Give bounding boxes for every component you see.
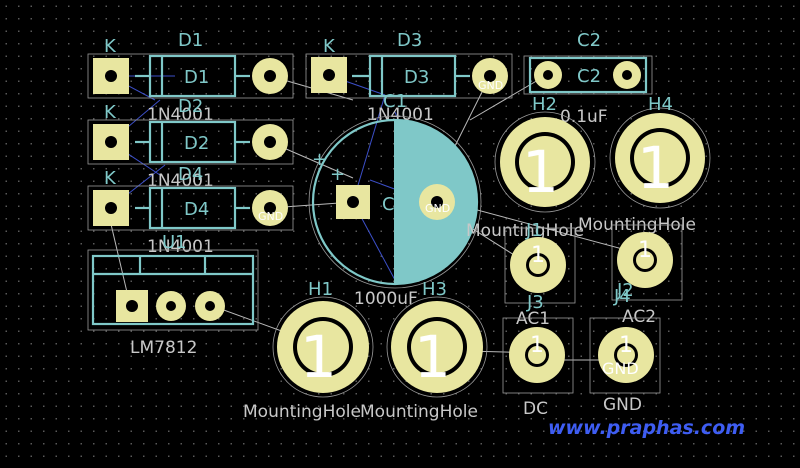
d4-value-label: 1N4001 <box>147 237 214 257</box>
h1-ref-label: H1 <box>308 279 333 300</box>
watermark-url: www.praphas.com <box>548 417 746 439</box>
u1-value-label: LM7812 <box>130 338 197 358</box>
c2-value-label: 0.1uF <box>560 107 608 127</box>
j2-value-label: AC2 <box>622 307 656 327</box>
d4-ref-label: D4 <box>178 164 203 185</box>
d4-anode-gnd-label: GND <box>258 210 283 223</box>
h1-value-label: MountingHole <box>243 402 361 422</box>
mounting-hole-h4[interactable]: 1 H4 <box>609 94 711 209</box>
c1-polarity-plus-2: + <box>330 164 345 185</box>
j4-pin-number: 1 <box>619 333 633 358</box>
j3-pin-number: 1 <box>530 333 544 358</box>
d3-cathode-label: K <box>323 36 336 57</box>
connector-j3[interactable]: 1 J3 DC <box>502 292 574 419</box>
u1-ref-label: U1 <box>162 232 187 253</box>
footprint-d3[interactable]: GND K D3 D3 1N4001 <box>305 30 513 125</box>
j2-ref-label: J2 <box>616 280 634 301</box>
h2-value-label: MountingHole <box>466 221 584 241</box>
d1-ref-label: D1 <box>178 30 203 51</box>
c2-body-label: C2 <box>577 66 601 87</box>
j3-ref-label: J3 <box>526 292 544 313</box>
j2-pin-number: 1 <box>638 238 652 263</box>
d1-body-label: D1 <box>184 67 209 88</box>
h1-pin-number: 1 <box>300 323 337 391</box>
h3-pin-number: 1 <box>414 323 451 391</box>
footprint-u1[interactable]: U1 LM7812 <box>87 232 259 358</box>
c1-neg-gnd-label: GND <box>425 202 450 215</box>
j4-value-label: GND <box>603 395 642 415</box>
connector-j2[interactable]: 1 J2 AC2 <box>611 224 683 327</box>
footprint-d4[interactable]: GND K D4 D4 1N4001 <box>87 164 294 257</box>
j1-pin-number: 1 <box>531 243 545 268</box>
h4-ref-label: H4 <box>648 94 673 115</box>
h3-ref-label: H3 <box>422 279 447 300</box>
c1-polarity-plus: + <box>312 149 327 170</box>
d4-body-label: D4 <box>184 199 209 220</box>
j1-value-label: AC1 <box>516 309 550 329</box>
footprint-c2[interactable]: C2 C2 0.1uF <box>523 30 653 127</box>
d3-anode-gnd-label: GND <box>478 79 503 92</box>
footprint-c1[interactable]: GND C + + C1 1000uF <box>308 91 482 309</box>
h2-pin-number: 1 <box>522 138 559 206</box>
h3-value-label: MountingHole <box>360 402 478 422</box>
c1-value-label: 1000uF <box>354 289 418 309</box>
d1-cathode-label: K <box>104 36 117 57</box>
d2-body-label: D2 <box>184 133 209 154</box>
mounting-hole-h3[interactable]: 1 H3 <box>386 279 488 398</box>
c1-ref-label: C1 <box>383 91 407 112</box>
d3-body-label: D3 <box>404 67 429 88</box>
j3-value-label: DC <box>523 399 548 419</box>
d2-cathode-label: K <box>104 102 117 123</box>
j4-pad-gnd-label: GND <box>602 359 639 378</box>
d3-ref-label: D3 <box>397 30 422 51</box>
j1-ref-label: J1 <box>525 220 543 241</box>
h4-pin-number: 1 <box>637 134 674 202</box>
h2-ref-label: H2 <box>532 94 557 115</box>
connector-j1[interactable]: 1 J1 AC1 <box>504 220 576 329</box>
d2-ref-label: D2 <box>178 96 203 117</box>
mounting-hole-h1[interactable]: 1 H1 <box>272 279 374 398</box>
d4-cathode-label: K <box>104 168 117 189</box>
c2-ref-label: C2 <box>577 30 601 51</box>
j4-ref-label: J4 <box>613 286 631 307</box>
c1-body-label: C <box>382 194 395 215</box>
mounting-hole-h2[interactable]: 1 H2 <box>494 94 596 213</box>
connector-j4[interactable]: 1 GND J4 GND <box>589 286 661 415</box>
